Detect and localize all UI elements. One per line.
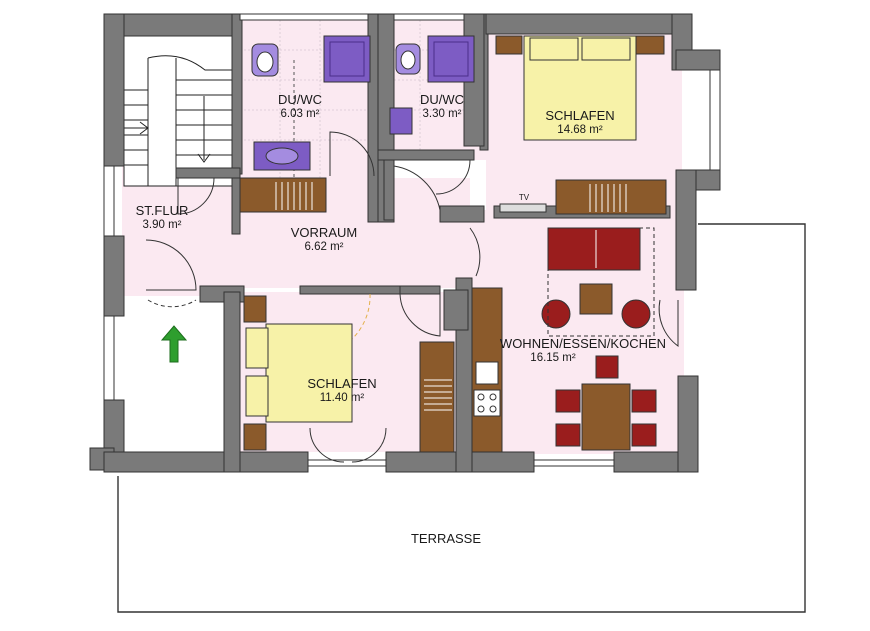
room-label-duwc-2: DU/WC 3.30 m² — [402, 92, 482, 122]
shower-tray-1 — [323, 35, 371, 83]
room-label-schlafen-2: SCHLAFEN 11.40 m² — [292, 376, 392, 406]
room-label-vorraum: VORRAUM 6.62 m² — [276, 225, 372, 255]
room-name: SCHLAFEN — [307, 376, 377, 391]
sink-2 — [389, 107, 413, 135]
room-label-terrasse: TERRASSE — [396, 531, 496, 546]
walls — [89, 13, 721, 473]
tv-stand — [499, 203, 547, 213]
bed-2 — [265, 323, 353, 423]
room-area: 6.03 m² — [280, 108, 320, 120]
terrace-outline — [117, 223, 806, 613]
room-area: 3.30 m² — [422, 108, 462, 120]
room-label-duwc-1: DU/WC 6.03 m² — [260, 92, 340, 122]
sofa — [547, 227, 641, 271]
room-name: WOHNEN/ESSEN/KOCHEN — [499, 336, 667, 351]
room-area: 16.15 m² — [530, 352, 576, 364]
room-name: TERRASSE — [410, 531, 482, 546]
room-name: VORRAUM — [290, 225, 358, 240]
room-name: DU/WC — [419, 92, 465, 107]
room-area: 14.68 m² — [557, 124, 603, 136]
room-area: 11.40 m² — [319, 392, 365, 404]
tv-label: TV — [518, 193, 530, 202]
windows — [103, 13, 721, 467]
room-area: 3.90 m² — [142, 219, 182, 231]
room-name: SCHLAFEN — [545, 108, 615, 123]
room-name: ST.FLUR — [135, 203, 189, 218]
room-label-wohnen: WOHNEN/ESSEN/KOCHEN 16.15 m² — [478, 336, 688, 366]
staircase — [123, 33, 233, 187]
dining-table — [581, 383, 631, 451]
room-name: DU/WC — [277, 92, 323, 107]
sanitary — [251, 35, 475, 171]
furniture — [239, 35, 667, 453]
wardrobe-2 — [419, 341, 455, 453]
shower-tray-2 — [427, 35, 475, 83]
entry-arrow-icon — [160, 325, 188, 363]
wardrobe-1 — [555, 179, 667, 215]
room-area: 6.62 m² — [304, 241, 344, 253]
room-label-stflur: ST.FLUR 3.90 m² — [122, 203, 202, 233]
room-label-schlafen-1: SCHLAFEN 14.68 m² — [530, 108, 630, 138]
wardrobe-hall — [239, 177, 327, 213]
